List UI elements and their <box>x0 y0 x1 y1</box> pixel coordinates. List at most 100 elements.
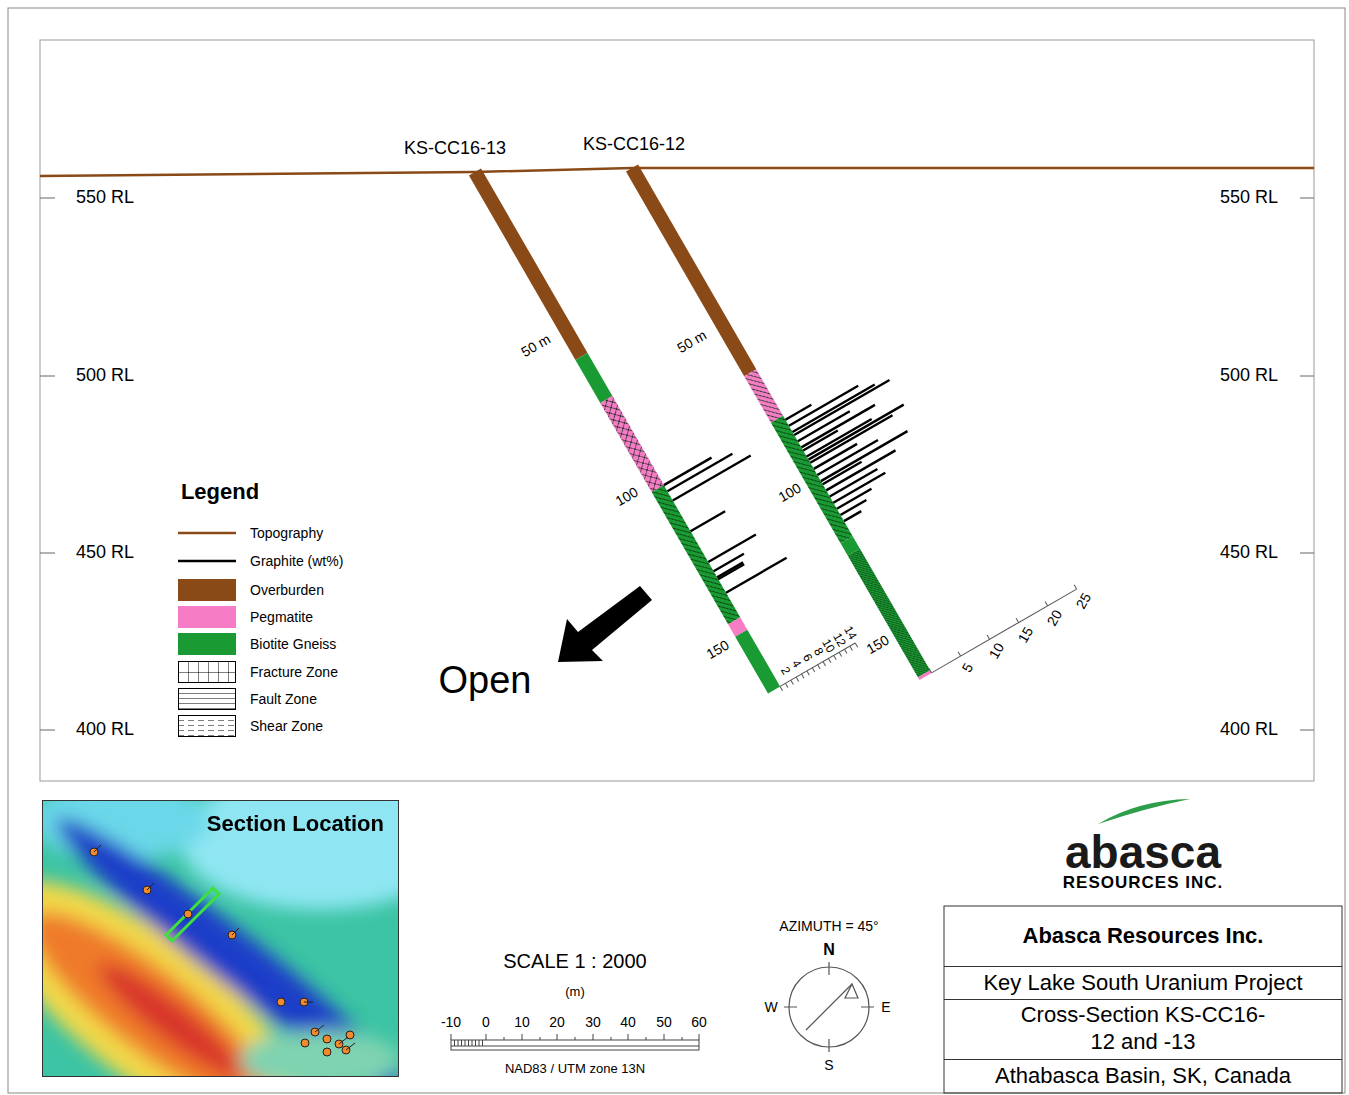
map-label: 10 <box>514 1015 530 1030</box>
open-arrow <box>558 586 652 662</box>
legend-sample <box>178 522 236 544</box>
rl-label: 550 RL <box>1220 188 1278 208</box>
drill-hole <box>469 124 861 698</box>
legend-text: Overburden <box>250 582 324 598</box>
graphite-bar <box>840 500 866 515</box>
legend-text: Biotite Gneiss <box>250 636 336 652</box>
hole-hatch <box>600 396 664 492</box>
legend-item: Shear Zone <box>178 715 323 737</box>
graphite-scale-number: 10 <box>986 641 1007 662</box>
hole-name: KS-CC16-12 <box>583 135 685 155</box>
graphite-bar <box>830 469 878 497</box>
graphite-bar <box>718 564 744 579</box>
drill-holes <box>469 81 1077 698</box>
axis-tick <box>1074 585 1077 589</box>
map-label: -10 <box>441 1015 461 1030</box>
title-block-cell: Cross-Section KS-CC16-12 and -13 <box>944 998 1342 1060</box>
rl-label: 550 RL <box>76 188 134 208</box>
axis-tick <box>929 669 932 673</box>
graphite-axis <box>932 589 1077 673</box>
map-label: 20 <box>549 1015 565 1030</box>
graphite-bar <box>714 554 744 572</box>
graphite-bar <box>801 405 875 448</box>
map-label: E <box>881 1000 890 1015</box>
hole-interval <box>735 630 780 694</box>
location-map-box: Section Location <box>42 800 399 1077</box>
legend-text: Shear Zone <box>250 718 323 734</box>
title-block-text: Cross-Section KS-CC16-12 and -13 <box>1013 1002 1273 1055</box>
map-label: 30 <box>585 1015 601 1030</box>
graphite-bar <box>826 450 895 490</box>
legend-text: Topography <box>250 525 323 541</box>
hole-interval <box>848 549 930 677</box>
hole-interval <box>626 165 756 377</box>
title-block-cell: Key Lake South Uranium Project <box>944 967 1342 1000</box>
axis-tick <box>844 649 847 653</box>
graphite-bar <box>807 419 872 457</box>
rl-label: 400 RL <box>1220 720 1278 740</box>
axis-tick <box>780 686 783 690</box>
legend-item: Pegmatite <box>178 606 313 628</box>
rl-ticks <box>40 198 1314 730</box>
axis-tick <box>1045 602 1048 606</box>
legend-item: Graphite (wt%) <box>178 550 343 572</box>
graphite-scale-number: 25 <box>1073 591 1094 612</box>
graphite-scale-number: 5 <box>959 661 976 675</box>
legend-text: Fault Zone <box>250 691 317 707</box>
depth-label: 100 <box>776 480 804 505</box>
graphite-bar <box>794 380 889 435</box>
hole-interval <box>575 353 612 403</box>
graphite-bar <box>673 456 751 501</box>
map-label: AZIMUTH = 45° <box>779 919 878 934</box>
drill-hole <box>626 81 1077 680</box>
map-label: 0 <box>482 1015 490 1030</box>
map-label: N <box>823 941 835 959</box>
legend-item: Biotite Gneiss <box>178 633 336 655</box>
map-label: W <box>764 1000 777 1015</box>
depth-label: 50 m <box>675 328 710 357</box>
graphite-scale-number: 20 <box>1044 607 1065 628</box>
legend-item: Fault Zone <box>178 688 317 710</box>
hole-interval <box>652 485 740 624</box>
axis-tick <box>839 652 842 656</box>
axis-tick <box>834 655 837 659</box>
north-compass <box>784 962 874 1052</box>
title-block-text: Abasca Resources Inc. <box>1023 923 1264 949</box>
axis-tick <box>785 683 788 687</box>
axis-tick <box>1016 618 1019 622</box>
axis-tick <box>807 671 810 675</box>
title-block-text: Key Lake South Uranium Project <box>983 970 1302 996</box>
map-label: Legend <box>181 480 259 504</box>
legend-swatch <box>178 606 236 628</box>
title-block-frame <box>944 906 1342 1093</box>
scale-bar <box>451 1034 699 1050</box>
section-frame <box>40 40 1314 781</box>
axis-tick <box>818 665 821 669</box>
legend-text: Fracture Zone <box>250 664 338 680</box>
map-label: S <box>824 1058 833 1073</box>
axis-tick <box>823 662 826 666</box>
axis-tick <box>812 668 815 672</box>
legend-item: Topography <box>178 522 323 544</box>
rl-label: 450 RL <box>76 543 134 563</box>
legend-swatch <box>178 579 236 601</box>
graphite-bar <box>691 511 726 531</box>
hole-interval <box>771 416 853 544</box>
legend-text: Graphite (wt%) <box>250 553 343 569</box>
axis-tick <box>855 643 858 647</box>
axis-tick <box>987 635 990 639</box>
location-map <box>42 800 399 1077</box>
graphite-bar <box>833 473 885 503</box>
legend-sample <box>178 661 236 683</box>
logo-swoosh <box>1098 799 1190 824</box>
graphite-scale-number: 15 <box>1015 624 1036 645</box>
hole-hatch <box>652 485 740 624</box>
rl-label: 450 RL <box>1220 543 1278 563</box>
hole-interval <box>744 369 783 422</box>
graphite-bar <box>717 562 743 577</box>
axis-tick <box>958 652 961 656</box>
legend-item: Overburden <box>178 579 324 601</box>
axis-tick <box>850 646 853 650</box>
graphite-axis <box>780 643 855 686</box>
map-label: (m) <box>565 985 585 999</box>
